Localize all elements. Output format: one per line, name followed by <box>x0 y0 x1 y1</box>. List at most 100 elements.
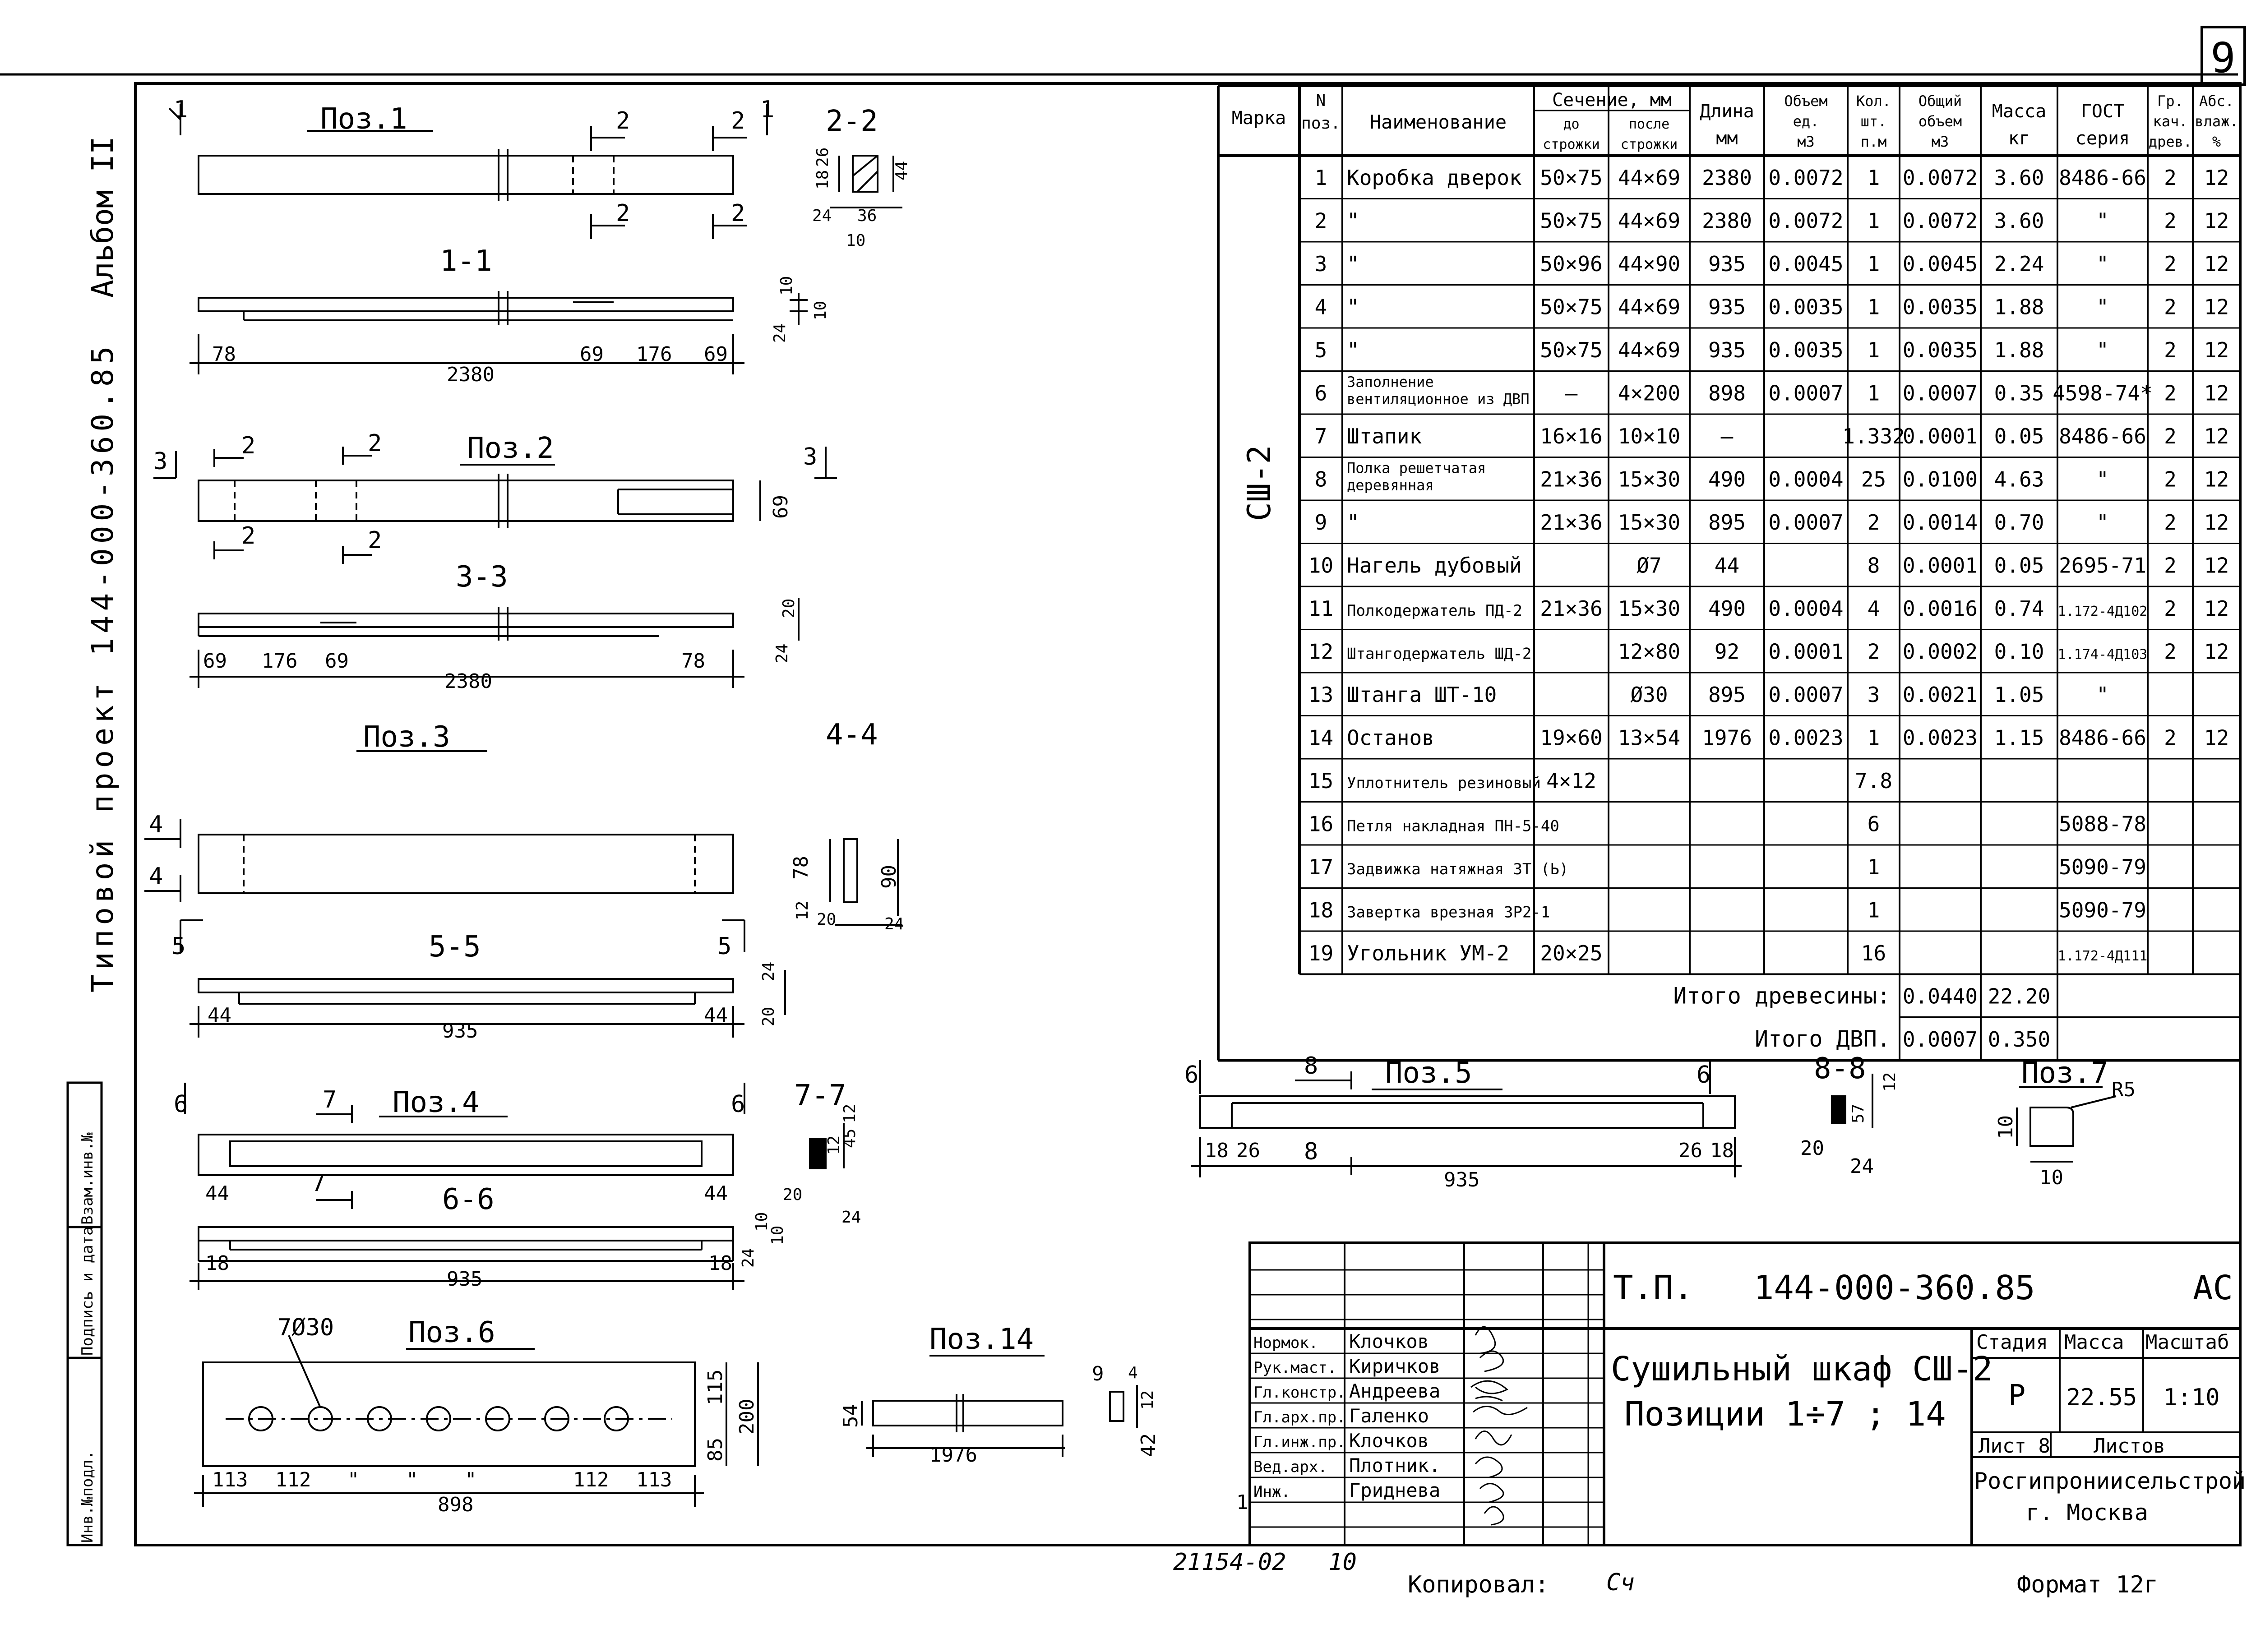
spec-row-qty: 1 <box>1868 898 1880 922</box>
spec-row-mass: 0.74 <box>1994 596 2044 621</box>
poz14-dim-12: 12 <box>1138 1390 1157 1410</box>
spec-row-mass: 1.15 <box>1994 725 2044 750</box>
role-person: Киричков <box>1349 1355 1440 1377</box>
col-header-mass: Масса <box>1992 101 2046 122</box>
spec-row-after: 44×90 <box>1618 252 1680 276</box>
col-header-grade: кач. <box>2153 113 2187 130</box>
spec-row-grade: 2 <box>2164 208 2177 233</box>
dim-7-7-24: 24 <box>841 1208 861 1227</box>
dim-1-1-69a: 69 <box>580 343 604 366</box>
title-mark: АС <box>2193 1269 2233 1307</box>
spec-row-total: 0.0072 <box>1903 166 1978 190</box>
poz6-dim-898: 898 <box>438 1493 473 1516</box>
spec-row-moist: 12 <box>2204 725 2229 750</box>
poz6-dim-113a: 113 <box>212 1468 248 1491</box>
spec-row-name: " <box>1347 252 1359 276</box>
spec-row-gost: " <box>2096 295 2109 319</box>
spec-row-mass: 3.60 <box>1994 208 2044 233</box>
dim-3-3-78: 78 <box>681 650 705 673</box>
spec-row-grade: 2 <box>2164 467 2177 491</box>
spec-row-n: 10 <box>1308 553 1333 577</box>
col-header-gost: серия <box>2076 128 2130 149</box>
dim-4-4-20: 20 <box>817 910 836 929</box>
dim-6-6-18b: 18 <box>708 1252 732 1275</box>
spec-row-name: Петля накладная ПН-5-40 <box>1347 817 1559 835</box>
spec-row-n: 1 <box>1315 166 1327 190</box>
total-dvp-label: Итого ДВП. <box>1755 1026 1891 1052</box>
dim-3-3-69b: 69 <box>325 650 349 673</box>
title-side-mark: 1 <box>1236 1491 1248 1514</box>
spec-row-before: 50×75 <box>1540 295 1602 319</box>
dim-2-2-24: 24 <box>812 207 832 225</box>
spec-row-qty: 8 <box>1868 553 1880 577</box>
spec-row-length: 895 <box>1708 683 1746 707</box>
spec-row-total: 0.0072 <box>1903 208 1978 233</box>
poz1-section-mark-2a: 2 <box>616 107 630 134</box>
dim-4-4-90: 90 <box>878 865 901 889</box>
col-header-moist: влаж. <box>2195 113 2238 130</box>
dim-5-5-44a: 44 <box>208 1004 231 1027</box>
total-wood-label: Итого древесины: <box>1673 983 1891 1009</box>
spec-row-qty: 1 <box>1868 381 1880 405</box>
dim-5-5-24: 24 <box>759 962 778 981</box>
spec-row-vol: 0.0023 <box>1768 725 1843 750</box>
spec-row-vol: 0.0004 <box>1768 467 1843 491</box>
spec-row-name: Завертка врезная ЗР2-1 <box>1347 903 1550 921</box>
sheet-label: Лист 8 <box>1979 1435 2050 1458</box>
dim-3-3-2380: 2380 <box>444 670 492 693</box>
dim-3-3-24: 24 <box>773 644 791 663</box>
dim-1-1-24: 24 <box>771 323 789 343</box>
spec-row-before: 50×75 <box>1540 166 1602 190</box>
spec-row-qty: 25 <box>1861 467 1886 491</box>
poz3-section-mark-4b: 4 <box>149 863 163 890</box>
spec-row-total: 0.0021 <box>1903 683 1978 707</box>
poz7-dim-10a: 10 <box>1994 1115 2017 1139</box>
poz6-dim-85: 85 <box>704 1438 727 1462</box>
scale-label: Масштаб <box>2145 1331 2229 1354</box>
spec-row-name: Коробка дверок <box>1347 166 1522 190</box>
spec-row-vol: 0.0004 <box>1768 596 1843 621</box>
col-header-before: до <box>1563 116 1579 132</box>
poz2-drawing <box>153 447 837 688</box>
spec-row-vol: 0.0035 <box>1768 338 1843 362</box>
dim-3-3-20: 20 <box>780 599 798 618</box>
poz1-section-mark-2d: 2 <box>731 200 745 227</box>
section-8-8-dim-20: 20 <box>1800 1137 1824 1160</box>
spec-row-name: Задвижка натяжная ЗТ (Ь) <box>1347 860 1568 878</box>
spec-row-moist: 12 <box>2204 166 2229 190</box>
col-header-vol-total: объем <box>1919 113 1962 130</box>
title-line-1: Сушильный шкаф СШ-2 <box>1611 1350 1992 1389</box>
poz2-section-mark-2c: 2 <box>241 522 255 549</box>
stage-label: Стадия <box>1976 1331 2048 1354</box>
spec-row-vol: 0.0072 <box>1768 166 1843 190</box>
col-header-npoz: N <box>1316 92 1326 110</box>
dim-2-2-44: 44 <box>892 161 911 180</box>
spec-row-n: 2 <box>1315 208 1327 233</box>
poz1-drawing <box>168 104 902 374</box>
dim-2-2-36: 36 <box>857 207 877 225</box>
col-header-qty: Кол. <box>1856 92 1891 110</box>
role-person: Плотник. <box>1349 1454 1440 1477</box>
dim-1-1-176: 176 <box>636 343 672 366</box>
role-title: Нормок. <box>1253 1334 1318 1352</box>
spec-row-gost: " <box>2096 510 2109 535</box>
spec-row-n: 9 <box>1315 510 1327 535</box>
role-title: Гл.инж.пр. <box>1253 1433 1346 1451</box>
signatures <box>1470 1326 1528 1526</box>
col-header-vol-total: Общий <box>1919 92 1962 110</box>
spec-row-n: 6 <box>1315 381 1327 405</box>
spec-row-before: 19×60 <box>1540 725 1602 750</box>
spec-row-before: 21×36 <box>1540 467 1602 491</box>
marka-value: СШ-2 <box>1241 445 1278 521</box>
spec-row-name: Уплотнитель резиновый <box>1347 774 1541 792</box>
section-8-8-dim-24: 24 <box>1850 1155 1874 1178</box>
spec-row-before: — <box>1565 381 1578 405</box>
poz4-title: Поз.4 <box>393 1086 480 1119</box>
spec-row-name: " <box>1347 208 1359 233</box>
spec-row-grade: 2 <box>2164 639 2177 664</box>
spec-row-name: Угольник УМ-2 <box>1347 941 1509 965</box>
role-person: Клочков <box>1349 1430 1429 1452</box>
section-1-1-title: 1-1 <box>440 245 492 278</box>
poz2-section-mark-3a: 3 <box>153 448 167 475</box>
poz5-drawing <box>1191 1060 2117 1177</box>
